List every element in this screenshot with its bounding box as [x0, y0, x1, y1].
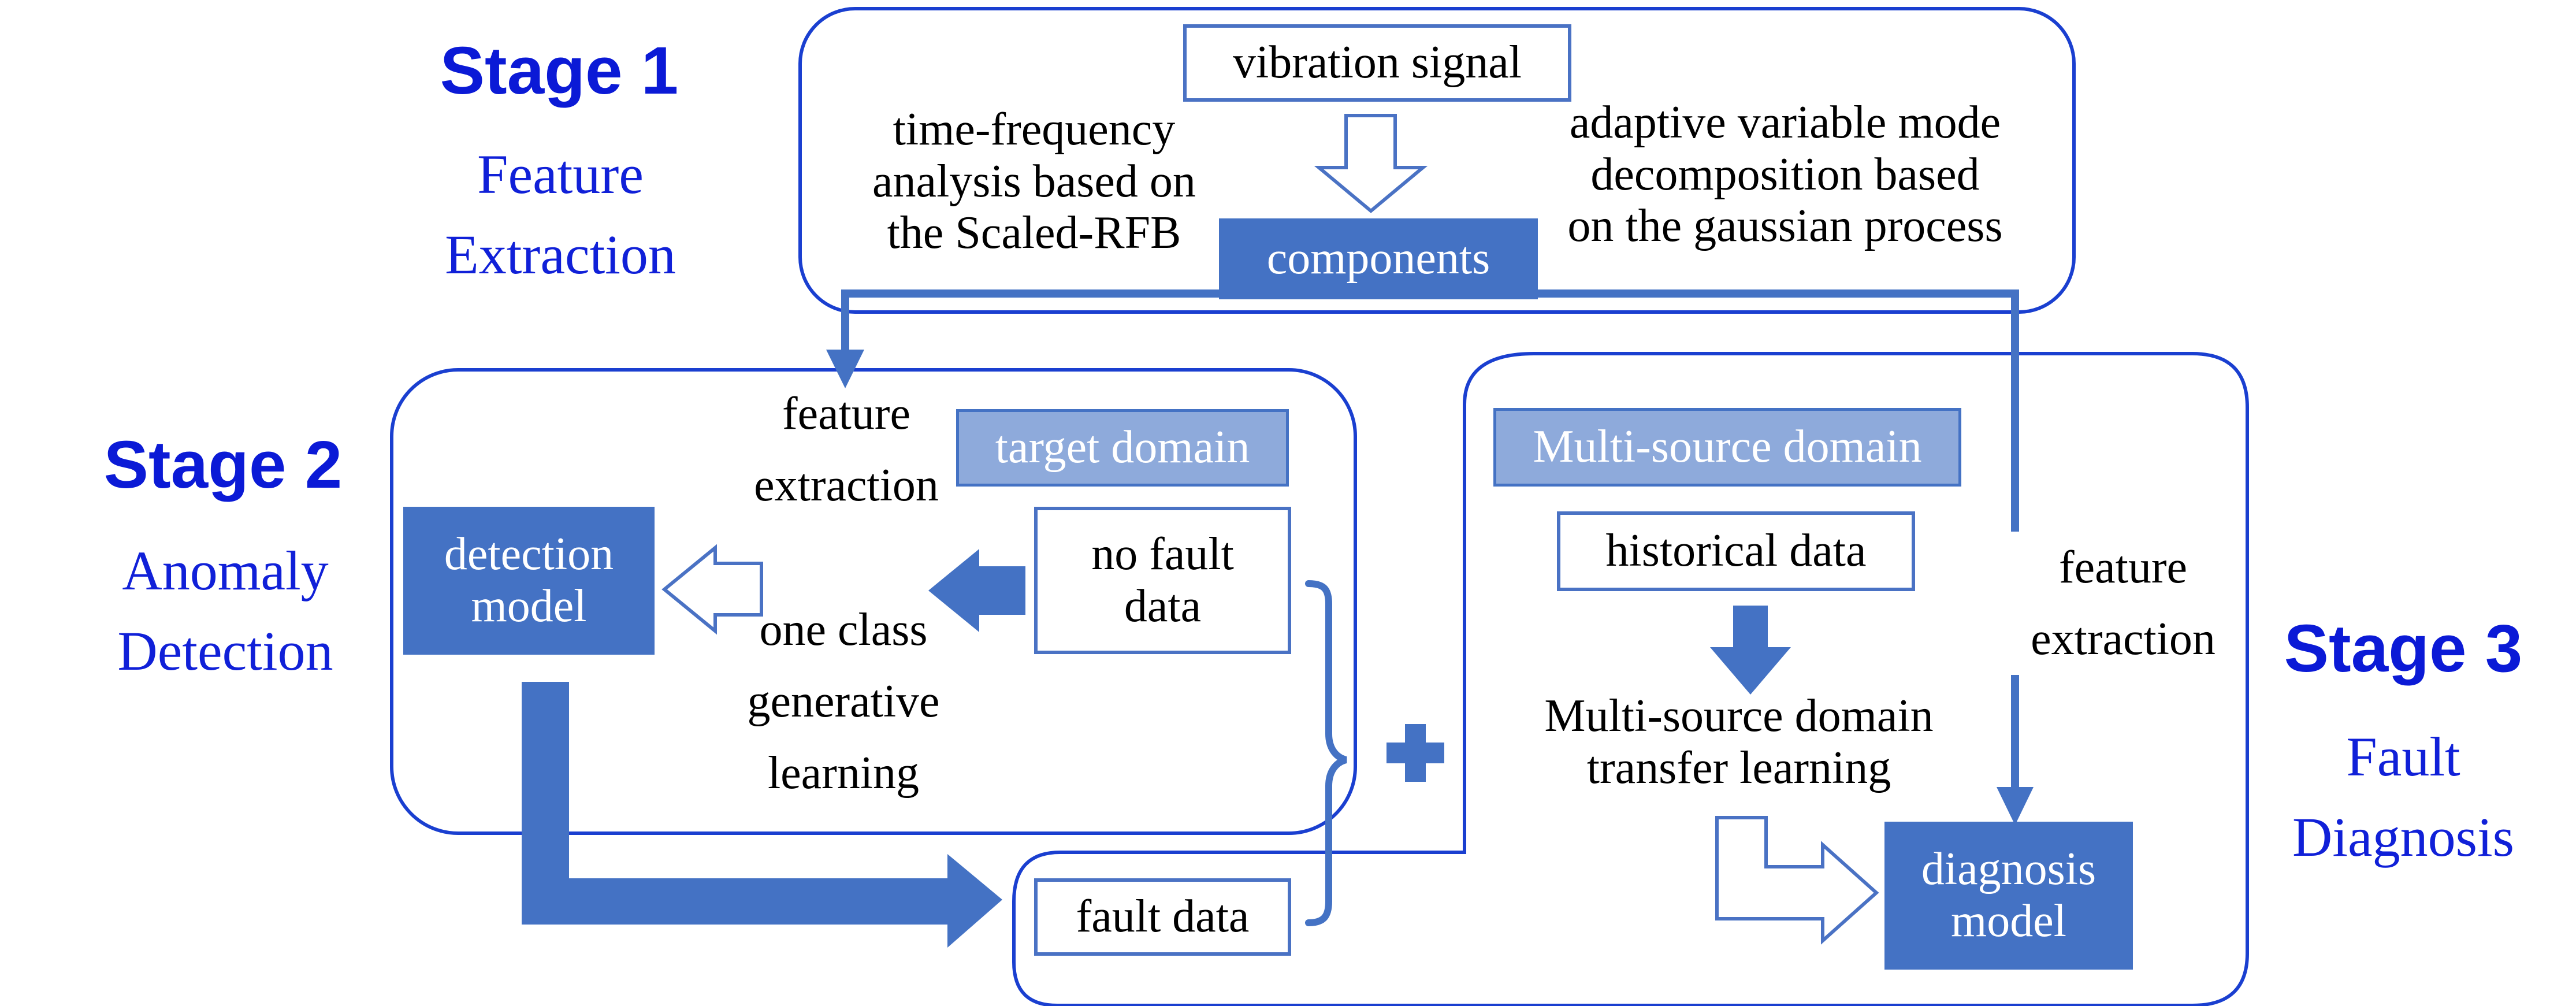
- target-domain-box: target domain: [956, 409, 1289, 487]
- historical-data-box: historical data: [1557, 511, 1915, 591]
- stage3-title: Stage 3: [2284, 611, 2523, 686]
- diagnosis-model-line2: model: [1951, 896, 2066, 946]
- stage1-subtitle-line1: Feature: [477, 143, 644, 205]
- avmd-line1: adaptive variable mode: [1569, 97, 2001, 148]
- stage2-subtitle-line2: Detection: [117, 620, 333, 682]
- tf-analysis-label: time-frequency analysis based on the Sca…: [820, 104, 1248, 259]
- detection-model-line1: detection: [444, 529, 614, 580]
- tf-analysis-line3: the Scaled-RFB: [887, 207, 1181, 259]
- stage1-subtitle-line2: Extraction: [445, 224, 676, 286]
- one-class-line3: learning: [767, 748, 920, 799]
- plus-icon: [1386, 724, 1444, 782]
- stage3-feature-extraction-label: feature extraction: [2005, 532, 2242, 675]
- detection-model-line2: model: [471, 581, 587, 632]
- tf-analysis-line2: analysis based on: [872, 155, 1196, 207]
- vibration-signal-box: vibration signal: [1183, 24, 1571, 102]
- diagnosis-model-line1: diagnosis: [1921, 844, 2097, 895]
- transfer-learning-line1: Multi-source domain: [1544, 691, 1934, 741]
- hollow-down-arrow-icon: [1314, 114, 1428, 213]
- stage2-title: Stage 2: [103, 427, 343, 502]
- one-class-learning-label: one class generative learning: [705, 594, 982, 809]
- components-to-feature-arrowhead: [826, 350, 864, 388]
- stage3-subtitle: Fault Diagnosis: [2253, 717, 2553, 877]
- multi-source-domain-box: Multi-source domain: [1493, 408, 1961, 487]
- curly-brace: [1305, 580, 1347, 926]
- components-to-feature-line: [841, 289, 1219, 352]
- stage3-subtitle-line2: Diagnosis: [2292, 806, 2514, 868]
- stage2-feature-line1: feature: [782, 388, 911, 439]
- fault-data-box: fault data: [1034, 878, 1291, 956]
- avmd-line2: decomposition based: [1590, 149, 1980, 200]
- tf-analysis-line1: time-frequency: [893, 104, 1176, 155]
- stage3-feature-line1: feature: [2058, 542, 2188, 593]
- components-to-diagnosis-arrowhead: [1997, 787, 2034, 825]
- stage3-subtitle-line1: Fault: [2346, 726, 2460, 788]
- stage2-subtitle: Anomaly Detection: [75, 530, 376, 691]
- transfer-learning-label: Multi-source domain transfer learning: [1490, 691, 1987, 794]
- diagnosis-model-box: diagnosis model: [1884, 822, 2133, 970]
- stage3-panel: [1012, 352, 2249, 1006]
- solid-left-arrow-icon: [928, 549, 1025, 632]
- no-fault-data-box: no fault data: [1034, 507, 1291, 654]
- hollow-left-arrow-icon: [661, 544, 763, 635]
- avmd-label: adaptive variable mode decomposition bas…: [1525, 97, 2045, 253]
- stage2-subtitle-line1: Anomaly: [122, 540, 329, 602]
- stage1-panel: [798, 7, 2076, 314]
- stage2-feature-line2: extraction: [754, 460, 939, 511]
- no-fault-data-line1: no fault: [1091, 528, 1234, 580]
- stage3-feature-line2: extraction: [2031, 614, 2216, 665]
- stage1-title: Stage 1: [440, 33, 679, 108]
- solid-down-arrow-icon: [1710, 606, 1791, 695]
- stage2-panel: [390, 368, 1357, 835]
- one-class-line1: one class: [759, 604, 928, 655]
- transfer-learning-line2: transfer learning: [1586, 742, 1891, 793]
- components-box: components: [1219, 218, 1538, 299]
- hollow-bent-arrow-icon: [1715, 816, 1879, 945]
- avmd-line3: on the gaussian process: [1567, 201, 2003, 252]
- stage2-feature-extraction-label: feature extraction: [711, 378, 982, 521]
- one-class-line2: generative: [747, 676, 940, 727]
- detection-model-box: detection model: [403, 507, 655, 655]
- detection-to-fault-arrow: [522, 682, 1002, 948]
- stage1-subtitle: Feature Extraction: [399, 134, 722, 295]
- no-fault-data-line2: data: [1124, 580, 1202, 632]
